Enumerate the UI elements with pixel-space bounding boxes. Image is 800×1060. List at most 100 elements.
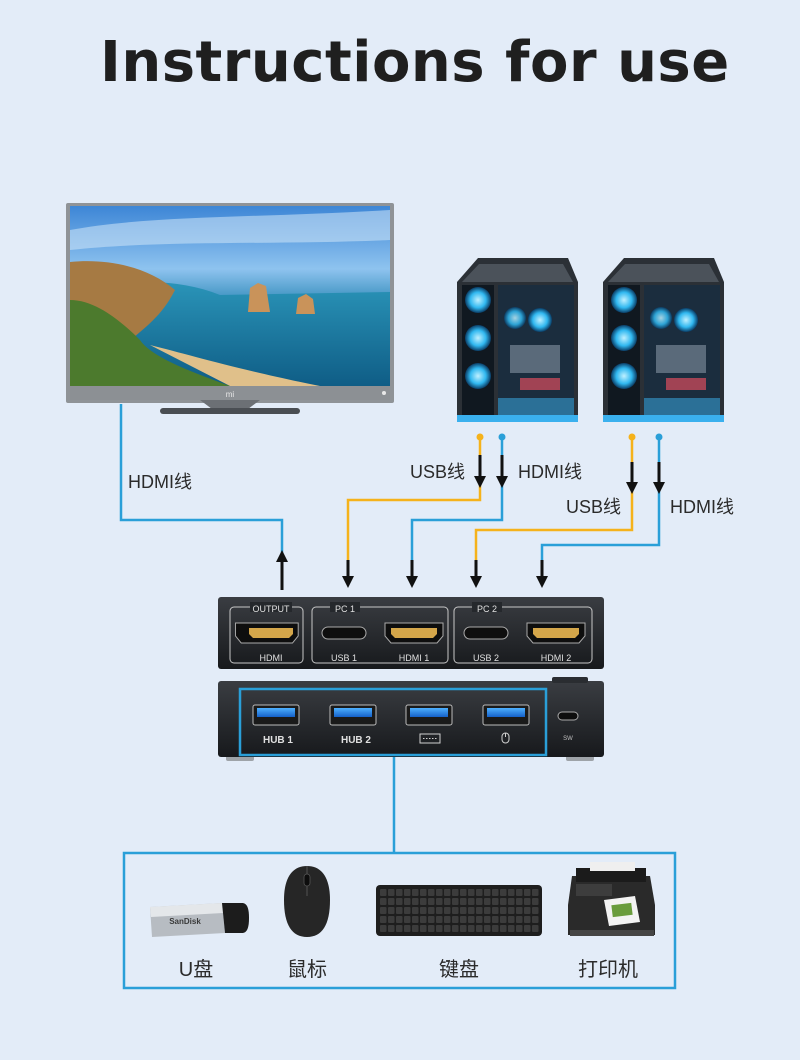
- hdmi1-port: [384, 622, 444, 644]
- keyboard-key: [484, 907, 491, 914]
- keyboard-key: [388, 898, 395, 905]
- keyboard-key: [532, 898, 539, 905]
- keyboard-key: [492, 925, 499, 932]
- keyboard-key: [500, 925, 507, 932]
- keyboard-key: [436, 907, 443, 914]
- keyboard-key: [460, 907, 467, 914]
- keyboard-key: [404, 907, 411, 914]
- output-group-label: OUTPUT: [253, 604, 291, 614]
- keyboard-key: [380, 916, 387, 923]
- usb-drive-label: U盘: [179, 958, 213, 981]
- sw-label: SW: [563, 736, 573, 742]
- keyboard-key: [396, 916, 403, 923]
- pc1-usb-label: USB线: [410, 462, 465, 482]
- tv-logo: mi: [226, 390, 235, 399]
- keyboard-key: [404, 898, 411, 905]
- keyboard-key: [492, 898, 499, 905]
- keyboard-icon: [376, 885, 542, 936]
- keyboard-key: [500, 889, 507, 896]
- keyboard-key: [468, 898, 475, 905]
- keyboard-key: [420, 925, 427, 932]
- keyboard-key: [396, 889, 403, 896]
- keyboard-key: [484, 916, 491, 923]
- keyboard-key: [524, 925, 531, 932]
- keyboard-key: [396, 925, 403, 932]
- keyboard-key: [452, 925, 459, 932]
- keyboard-key: [396, 898, 403, 905]
- keyboard-key: [412, 898, 419, 905]
- keyboard-key: [484, 898, 491, 905]
- keyboard-key: [452, 889, 459, 896]
- keyboard-key: [412, 925, 419, 932]
- keyboard-key: [388, 916, 395, 923]
- keyboard-key: [532, 916, 539, 923]
- mouse-icon: [284, 866, 330, 937]
- keyboard-key: [500, 907, 507, 914]
- usb-port-mouse: [482, 704, 530, 726]
- keyboard-key: [484, 925, 491, 932]
- page-title: Instructions for use: [100, 30, 730, 95]
- direction-arrows: [276, 455, 665, 590]
- keyboard-key: [492, 916, 499, 923]
- usb-port-keyboard: [405, 704, 453, 726]
- keyboard-key: [492, 889, 499, 896]
- peripherals-frame: [122, 851, 677, 990]
- usb-drive-icon: SanDisk: [150, 903, 249, 937]
- keyboard-key: [444, 889, 451, 896]
- keyboard-key: [404, 916, 411, 923]
- keyboard-key: [444, 925, 451, 932]
- keyboard-key: [452, 898, 459, 905]
- keyboard-key: [516, 925, 523, 932]
- tv-hdmi-label: HDMI线: [128, 472, 192, 492]
- pc1-usb-cable: [346, 437, 482, 560]
- mouse-port-icon: [501, 732, 510, 744]
- keyboard-key: [524, 889, 531, 896]
- hub-highlight-frame: [238, 687, 548, 757]
- keyboard-key: [460, 925, 467, 932]
- keyboard-key: [428, 889, 435, 896]
- keyboard-key: [500, 916, 507, 923]
- keyboard-key: [420, 907, 427, 914]
- keyboard-key: [380, 898, 387, 905]
- keyboard-key: [476, 907, 483, 914]
- keyboard-key: [388, 907, 395, 914]
- keyboard-key: [508, 889, 515, 896]
- tv-monitor: mi: [66, 203, 394, 414]
- hdmi-out-label: HDMI: [260, 653, 283, 663]
- keyboard-key: [524, 916, 531, 923]
- keyboard-key: [420, 898, 427, 905]
- usb1-label: USB 1: [331, 653, 357, 663]
- keyboard-key: [516, 898, 523, 905]
- pc2-hdmi-label: HDMI线: [670, 497, 734, 517]
- keyboard-key: [388, 889, 395, 896]
- keyboard-key: [508, 898, 515, 905]
- computer-2: [603, 258, 724, 422]
- keyboard-key: [388, 925, 395, 932]
- keyboard-key: [412, 907, 419, 914]
- keyboard-key: [516, 889, 523, 896]
- usb-port-hub2: [329, 704, 377, 726]
- pc2-group-label: PC 2: [477, 604, 497, 614]
- keyboard-key: [476, 889, 483, 896]
- keyboard-key: [532, 907, 539, 914]
- keyboard-key: [436, 925, 443, 932]
- keyboard-key: [460, 898, 467, 905]
- keyboard-key: [444, 898, 451, 905]
- keyboard-key: [508, 916, 515, 923]
- keyboard-key: [428, 898, 435, 905]
- keyboard-key: [436, 889, 443, 896]
- pc1-group-label: PC 1: [335, 604, 355, 614]
- hub1-label: HUB 1: [263, 735, 293, 746]
- keyboard-key: [492, 907, 499, 914]
- usb-port-hub1: [252, 704, 300, 726]
- keyboard-key: [436, 916, 443, 923]
- keyboard-key: [412, 889, 419, 896]
- keyboard-key: [508, 925, 515, 932]
- keyboard-key: [484, 889, 491, 896]
- keyboard-key: [508, 907, 515, 914]
- computer-1: [457, 258, 578, 422]
- keyboard-key: [428, 916, 435, 923]
- keyboard-port-icon: [419, 733, 441, 744]
- keyboard-key: [524, 907, 531, 914]
